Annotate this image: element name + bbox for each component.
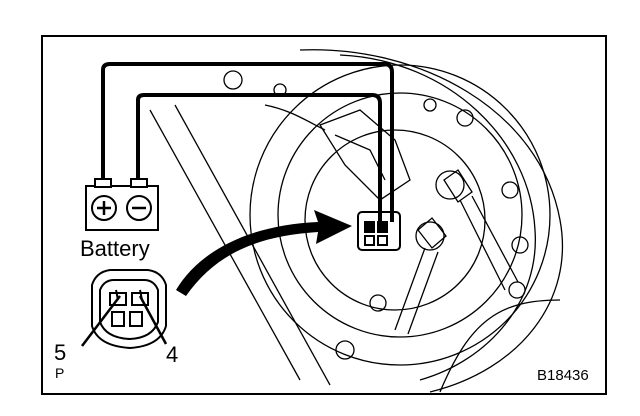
connector-face-closeup: [81, 269, 168, 350]
battery: [85, 178, 159, 231]
jumper-wire-positive: [101, 62, 394, 222]
bolt-hole: [501, 181, 519, 199]
closeup-terminal: [129, 311, 143, 327]
closeup-terminal-5: [109, 292, 127, 306]
jumper-wires: [101, 62, 394, 222]
bolt-hole: [511, 236, 529, 254]
cover-strip-2: [174, 104, 331, 386]
pump-connector-pin: [377, 221, 388, 233]
pump-assembly: [149, 49, 564, 393]
closeup-probe-4: [138, 295, 168, 345]
cover-strip-3: [439, 299, 561, 393]
battery-label: Battery: [80, 236, 150, 261]
connector-letter-label: P: [55, 365, 65, 381]
pump-connector-pin: [364, 235, 375, 246]
harness-connector-body: [319, 109, 411, 201]
closeup-probe-4-ridge: [139, 289, 143, 301]
bolt-hole: [423, 98, 437, 112]
plus-icon-mark: [97, 201, 111, 215]
negative-post: [130, 178, 148, 188]
tank-inner-arc: [339, 54, 536, 381]
jumper-wire-negative: [136, 93, 382, 222]
closeup-terminal: [111, 311, 125, 327]
bolt-hole: [508, 281, 526, 299]
closeup-housing-outer: [91, 269, 167, 350]
positive-post: [94, 178, 112, 188]
fitting-ring: [435, 170, 465, 200]
pump-flange-outer: [249, 64, 551, 366]
pin-5-label: 5: [54, 340, 67, 365]
fuel-line-left: [394, 247, 439, 335]
tank-outer-arc: [299, 49, 564, 393]
pump-connector-pin: [377, 235, 388, 246]
closeup-probe-5: [81, 295, 121, 347]
fitting-ring: [415, 221, 445, 251]
closeup-housing-inner: [99, 279, 159, 341]
bolt-hole: [335, 340, 355, 360]
figure-code: B18436: [537, 367, 589, 384]
plus-icon: [91, 195, 117, 221]
pump-connector: [357, 211, 401, 251]
fuel-line-right: [459, 195, 519, 291]
minus-icon: [126, 195, 152, 221]
bolt-hole: [456, 109, 474, 127]
bolt-hole: [223, 70, 243, 90]
pump-flange-inner: [277, 92, 523, 338]
closeup-probe-5-ridge: [115, 289, 119, 301]
pointer-arrow: [176, 210, 352, 296]
fuel-fitting-right: [443, 169, 473, 203]
pin-4-label: 4: [166, 342, 179, 367]
bolt-hole: [369, 294, 387, 312]
harness-wire: [264, 104, 326, 131]
pump-connector-pin: [364, 221, 375, 233]
